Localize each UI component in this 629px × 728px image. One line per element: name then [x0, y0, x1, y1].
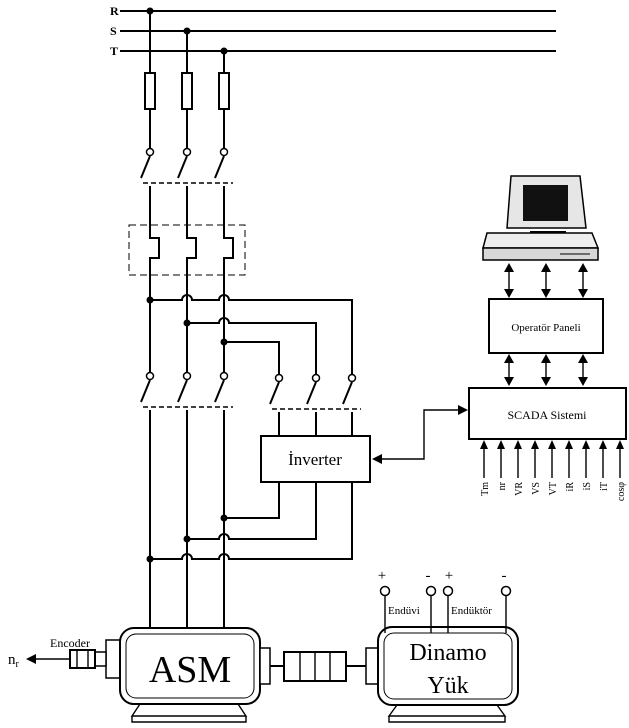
scada-input-label: nr: [497, 481, 508, 490]
inverter-label: İnverter: [288, 450, 342, 469]
operator-panel-label: Operatör Paneli: [511, 322, 580, 334]
scada-input-label: Tm: [480, 482, 491, 496]
thermal-relay: [128, 224, 246, 276]
scada-box: [468, 387, 627, 440]
speed-output-label: nr: [8, 652, 20, 670]
main-switch: [140, 147, 233, 232]
fuse: [181, 72, 193, 110]
operator-panel-box: [488, 298, 604, 354]
input-arrow-head: [599, 440, 607, 449]
input-arrow-head: [480, 440, 488, 449]
scada-label: SCADA Sistemi: [507, 408, 587, 422]
armature-plus: +: [378, 568, 386, 584]
fuse: [144, 72, 156, 110]
encoder: Encoder nr: [8, 636, 107, 670]
shaft-coupling: [270, 651, 368, 682]
input-arrow-head: [565, 440, 573, 449]
inverter-box: [260, 435, 371, 483]
inverter-switch: [269, 373, 361, 436]
scada-input-label: iR: [565, 482, 576, 492]
field-label: Endüktör: [451, 605, 492, 617]
scada-input-label: iS: [582, 482, 593, 490]
bus-link: [504, 263, 588, 298]
input-arrow-head: [531, 440, 539, 449]
asm-motor: ASM: [105, 627, 271, 723]
dynamo-label-line2: Yük: [427, 673, 468, 699]
computer-icon: [482, 175, 600, 261]
armature-label: Endüvi: [388, 605, 420, 617]
field-plus: +: [445, 568, 453, 584]
dynamo-label-line1: Dinamo: [409, 640, 486, 666]
input-arrow-head: [514, 440, 522, 449]
field-minus: -: [502, 568, 507, 584]
armature-minus: -: [426, 568, 431, 584]
bypass-switch: [140, 371, 233, 408]
scada-input-label: VS: [531, 482, 542, 495]
input-arrow-head: [616, 440, 624, 449]
input-arrow-head: [548, 440, 556, 449]
scada-input-label: cosφ: [616, 482, 627, 501]
bus-link: [504, 354, 588, 386]
bus-label-t: T: [110, 44, 118, 58]
bus-label-s: S: [110, 24, 117, 38]
input-arrow-head: [497, 440, 505, 449]
scada-input-label: VR: [514, 482, 525, 496]
fuse: [218, 72, 230, 110]
scada-input-label: VT: [548, 482, 559, 495]
dynamo-load: Dinamo Yük: [365, 626, 519, 723]
asm-label: ASM: [149, 649, 231, 691]
scada-input-label: iT: [599, 482, 610, 491]
encoder-label: Encoder: [50, 636, 90, 650]
input-arrow-head: [582, 440, 590, 449]
bus-label-r: R: [110, 4, 119, 18]
dynamo-terminals: + - + - Endüvi Endüktör: [378, 568, 512, 633]
